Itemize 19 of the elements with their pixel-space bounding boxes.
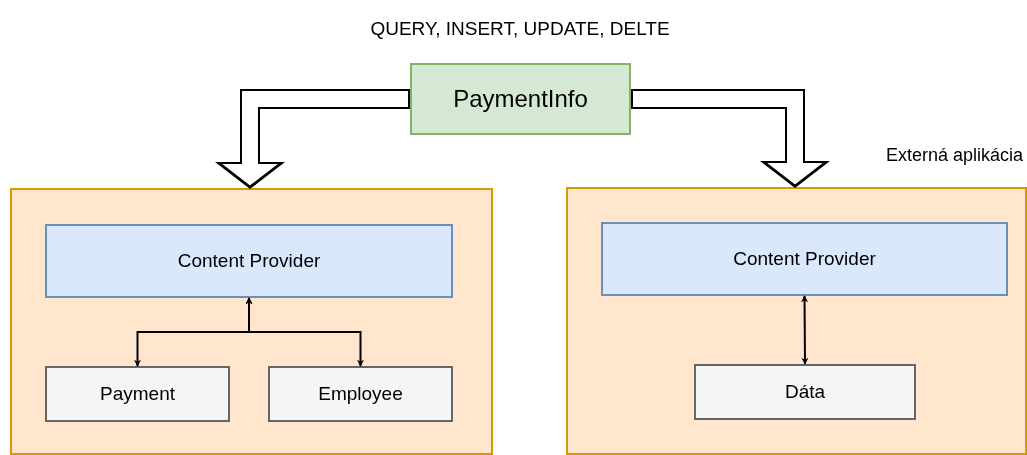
box-label: Dáta (784, 381, 826, 403)
table-box (694, 364, 916, 420)
table-box (45, 366, 230, 422)
container-heading: Externá aplikácia (885, 145, 1023, 166)
box-label: Payment (100, 383, 175, 405)
box-label: Content Provider (733, 248, 876, 270)
arrow (245, 297, 364, 367)
block-arrow (631, 89, 830, 188)
box-label: Employee (318, 383, 403, 405)
operations-note: QUERY, INSERT, UPDATE, DELTE (370, 18, 670, 40)
provider-box (601, 222, 1008, 296)
arrow (801, 295, 809, 365)
table-box (268, 366, 453, 422)
box-label: Content Provider (177, 250, 321, 272)
class-box (410, 63, 631, 135)
box-label: PaymentInfo (453, 85, 588, 113)
block-arrow (215, 89, 410, 189)
provider-box (45, 224, 453, 298)
application-container (10, 188, 493, 455)
